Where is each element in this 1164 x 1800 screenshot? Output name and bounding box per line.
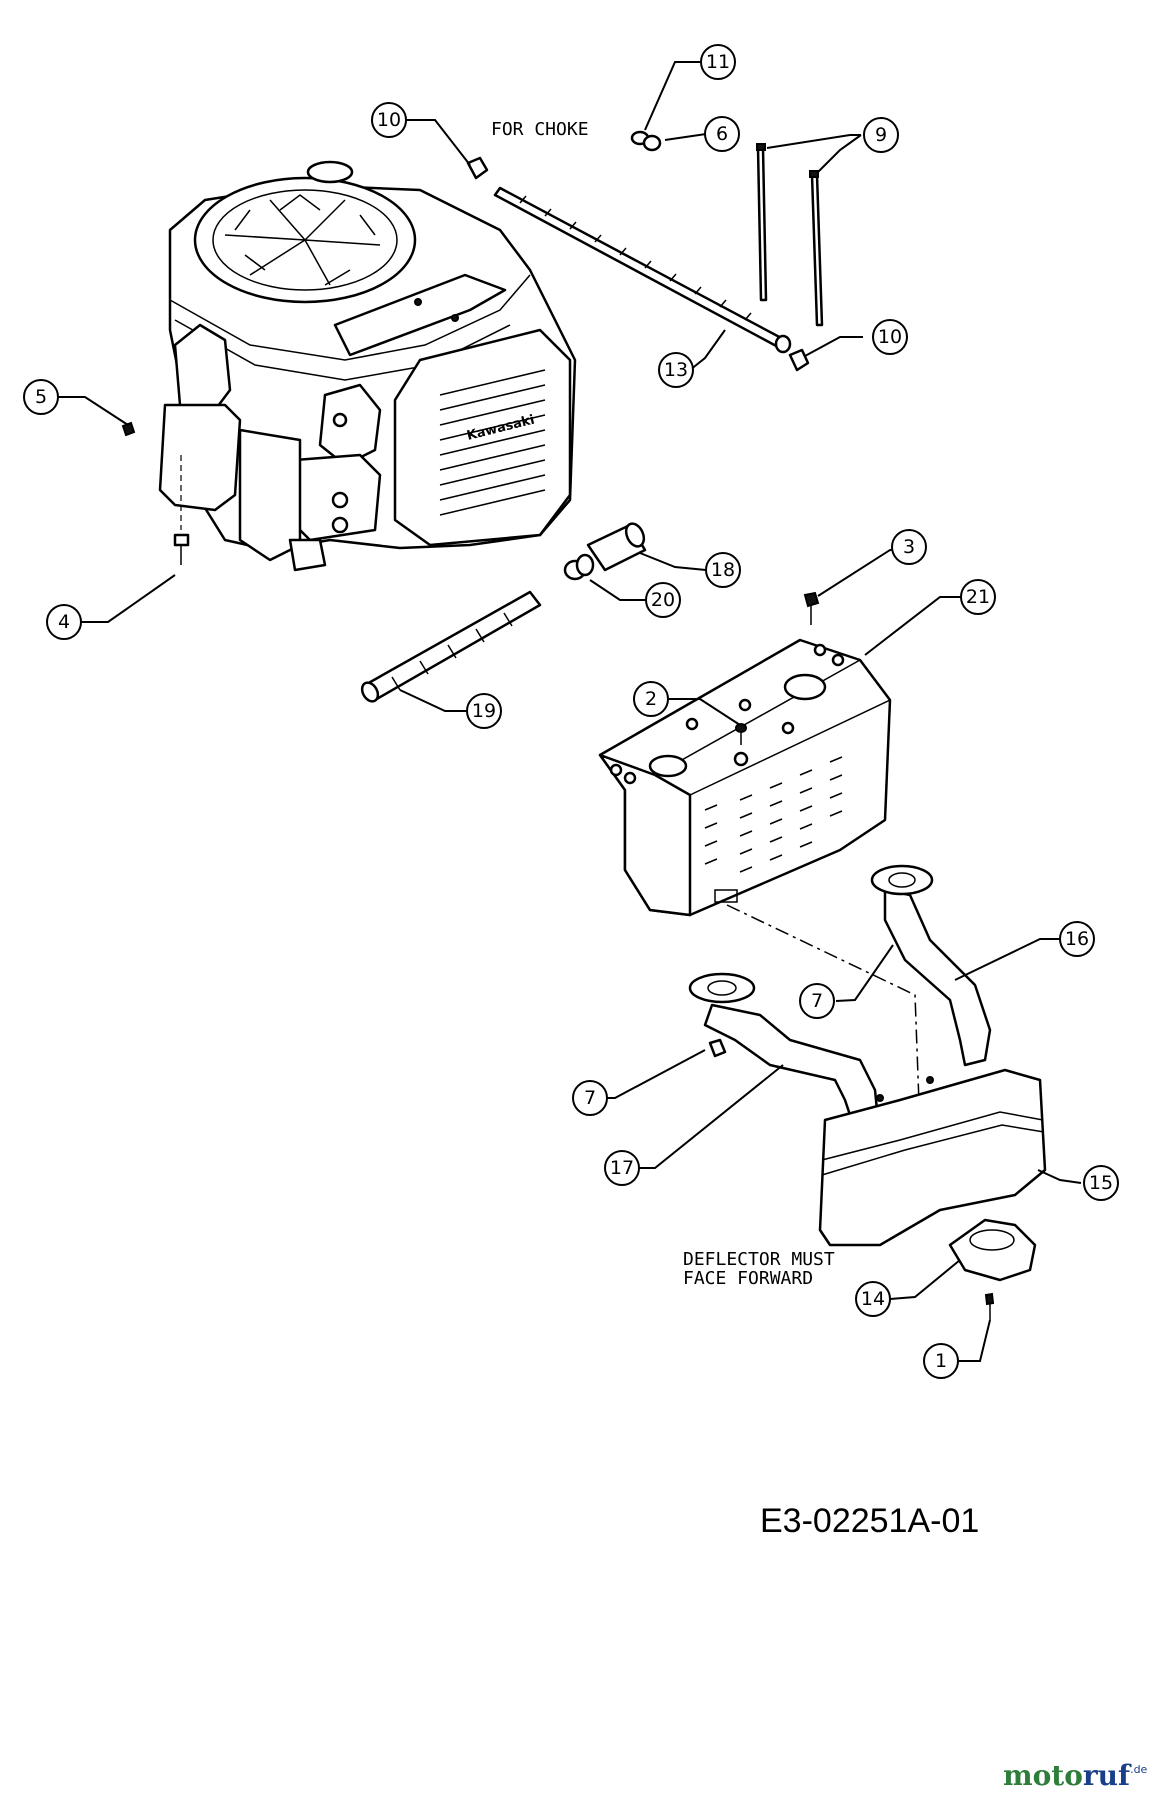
callout-2: 2 [633, 681, 669, 717]
callout-1: 1 [923, 1343, 959, 1379]
fuel-filter [563, 522, 647, 581]
fuel-hose [360, 590, 542, 703]
callout-10: 10 [371, 102, 407, 138]
muffler [688, 864, 1047, 1320]
callouts: 10 11 6 9 10 13 5 4 18 20 3 21 2 19 16 7… [23, 44, 1119, 1379]
callout-label: 10 [878, 326, 902, 348]
callout-label: 9 [875, 124, 887, 146]
callout-label: 4 [58, 611, 70, 633]
callout-19: 19 [466, 693, 502, 729]
callout-label: 13 [664, 359, 688, 381]
callout-label: 17 [610, 1157, 634, 1179]
callout-label: 11 [706, 51, 730, 73]
callout-label: 3 [903, 536, 915, 558]
callout-6: 6 [704, 116, 740, 152]
watermark-logo: motoruf.de [1003, 1759, 1148, 1792]
callout-label: 7 [811, 990, 823, 1012]
callout-7: 7 [799, 983, 835, 1019]
callout-3: 3 [891, 529, 927, 565]
callout-label: 7 [584, 1087, 596, 1109]
callout-label: 10 [377, 109, 401, 131]
callout-4: 4 [46, 604, 82, 640]
callout-label: 16 [1065, 928, 1089, 950]
callout-label: 19 [472, 700, 496, 722]
callout-15: 15 [1083, 1165, 1119, 1201]
watermark-brand-part2: ruf [1083, 1759, 1132, 1792]
callout-label: 14 [861, 1288, 885, 1310]
callout-label: 15 [1089, 1172, 1113, 1194]
callout-18: 18 [705, 552, 741, 588]
watermark-suffix: .de [1130, 1763, 1147, 1776]
callout-label: 2 [645, 688, 657, 710]
callout-label: 20 [651, 589, 675, 611]
callout-11: 11 [700, 44, 736, 80]
callout-13: 13 [658, 352, 694, 388]
callout-10: 10 [872, 319, 908, 355]
watermark-brand-part1: moto [1003, 1759, 1083, 1792]
callout-7: 7 [572, 1080, 608, 1116]
callout-17: 17 [604, 1150, 640, 1186]
callout-label: 21 [966, 586, 990, 608]
callout-label: 5 [35, 386, 47, 408]
note-deflector-line2: FACE FORWARD [683, 1268, 813, 1289]
callout-label: 18 [711, 559, 735, 581]
svg-text:motoruf.de: motoruf.de [1003, 1759, 1148, 1792]
hardware-4-5 [121, 421, 190, 565]
engine: Kawasaki [158, 160, 577, 572]
callout-20: 20 [645, 582, 681, 618]
note-for-choke: FOR CHOKE [491, 119, 589, 140]
callout-5: 5 [23, 379, 59, 415]
note-deflector-line1: DEFLECTOR MUST [683, 1249, 835, 1270]
callout-9: 9 [863, 117, 899, 153]
callout-16: 16 [1059, 921, 1095, 957]
callout-21: 21 [960, 579, 996, 615]
drawing-code: E3-02251A-01 [760, 1502, 979, 1540]
leader-lines [56, 61, 1082, 1362]
callout-label: 6 [716, 123, 728, 145]
heat-shield [598, 591, 921, 1131]
choke-conduit [466, 130, 824, 372]
callout-14: 14 [855, 1281, 891, 1317]
callout-label: 1 [935, 1350, 947, 1372]
